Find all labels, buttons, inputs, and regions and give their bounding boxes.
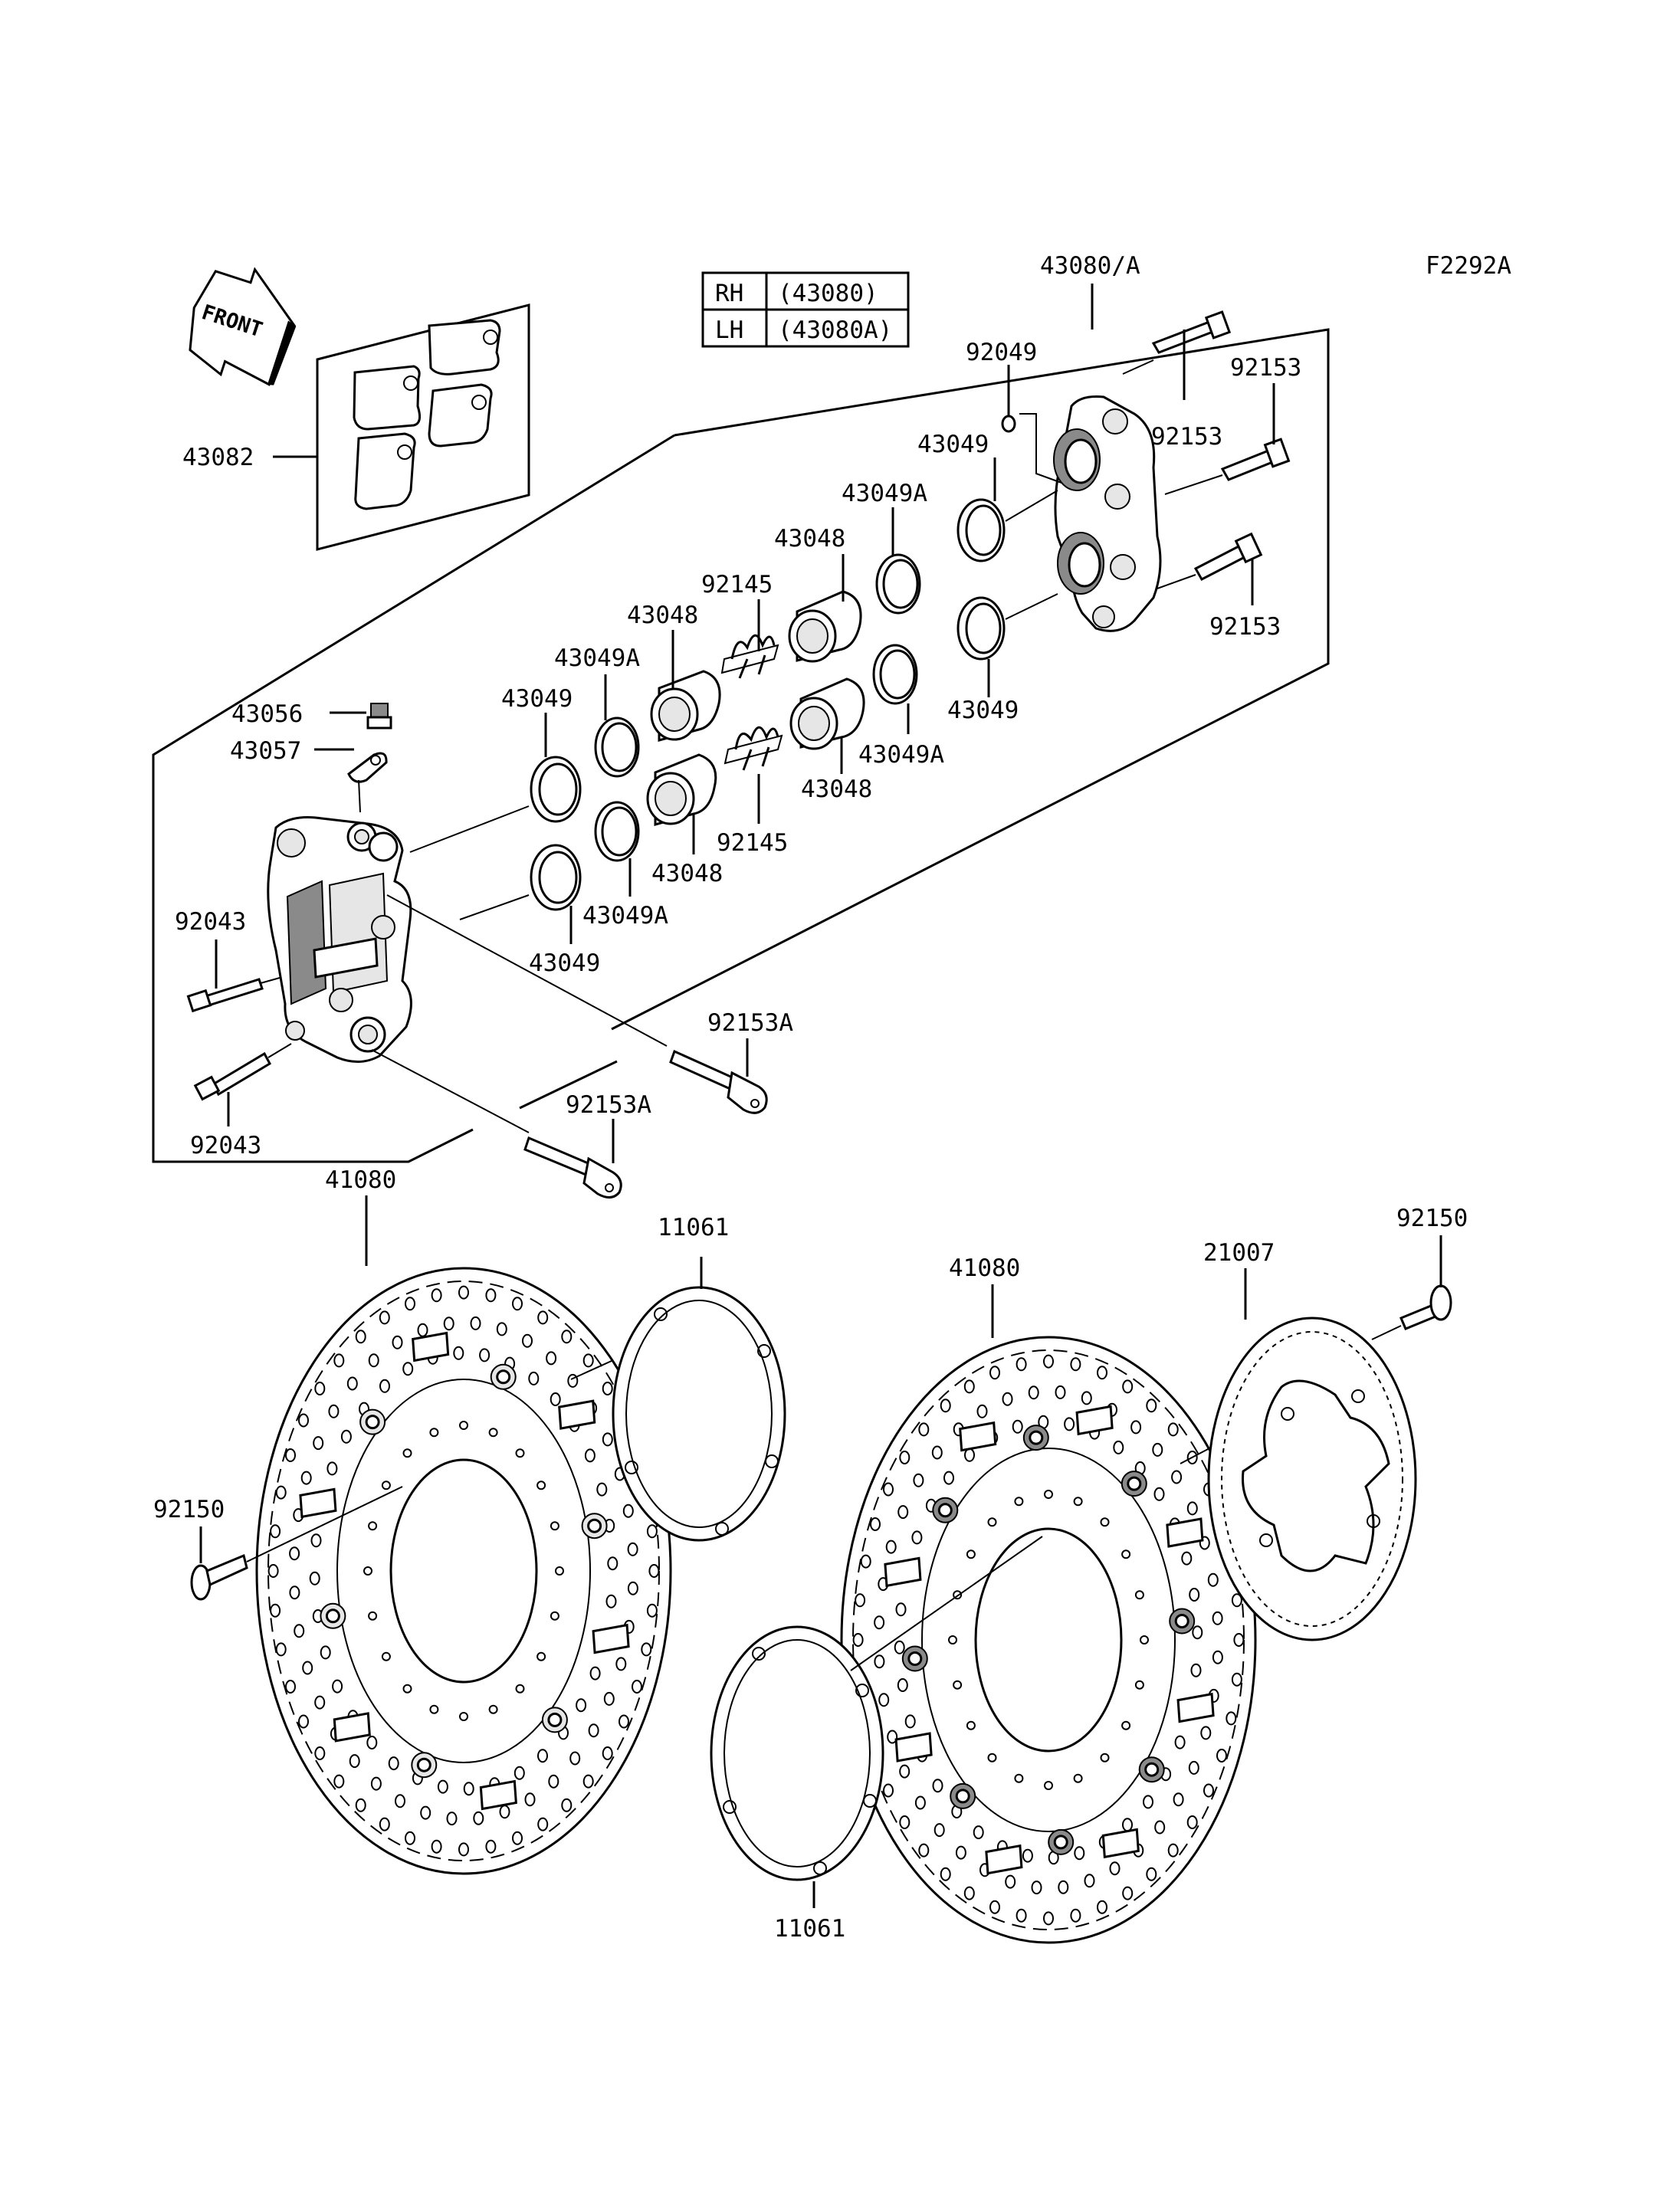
caliper-assembly-frame xyxy=(611,328,1330,1031)
brake-disc-41080-left xyxy=(255,1267,672,1875)
shim-11061-a-label: 11061 xyxy=(658,1214,729,1241)
caliper-body-inner xyxy=(267,816,412,1063)
spring-92145-r2-label: 92145 xyxy=(717,829,788,857)
disc-screw-92150-right xyxy=(1399,1284,1452,1330)
seal-43049-r2-label: 43049 xyxy=(947,697,1019,724)
screw-92150-b-label: 92150 xyxy=(1396,1205,1468,1232)
bolt-92153a-b-label: 92153A xyxy=(566,1091,651,1119)
seal-43049-r2 xyxy=(956,596,1006,661)
caliper-bolt-92153-low xyxy=(1157,532,1263,589)
caliper-bolt-92153-mid xyxy=(1164,438,1291,495)
front-direction-arrow: FRONT xyxy=(189,267,297,386)
seal-43049a-l2 xyxy=(594,801,640,862)
spring-92145-r1-label: 92145 xyxy=(701,571,773,598)
bolt-92153-a-label: 92153 xyxy=(1151,423,1222,451)
caliper-bolt-92153-top xyxy=(1122,310,1232,375)
seal-43049-l2 xyxy=(530,844,582,911)
anti-rattle-spring-92145-upper xyxy=(720,634,779,679)
bolt-92153-c-label: 92153 xyxy=(1209,613,1281,641)
seal-43049a-l1-label: 43049A xyxy=(554,644,640,672)
disc-screw-92150-left xyxy=(190,1553,248,1601)
pin-92043-a-label: 92043 xyxy=(175,908,246,936)
variant-row-lh-side: LH xyxy=(715,316,743,344)
piston-43048-r2 xyxy=(789,677,865,750)
shim-11061-b-label: 11061 xyxy=(774,1915,845,1943)
bleeder-cap-43057 xyxy=(347,752,388,783)
washer-92049-label: 92049 xyxy=(966,339,1037,366)
bolt-92153-b-label: 92153 xyxy=(1230,354,1301,382)
variant-row-rh-side: RH xyxy=(715,280,743,307)
variant-table: RH (43080) LH (43080A) xyxy=(701,271,910,348)
seal-43049-l1-label: 43049 xyxy=(501,685,573,713)
seal-43049-l1 xyxy=(530,756,582,823)
seal-43049a-r2-label: 43049A xyxy=(858,741,944,769)
seal-43049-r1 xyxy=(956,498,1006,562)
mount-bolt-92153a-upper xyxy=(669,1049,768,1114)
disc-shim-11061-lower xyxy=(710,1625,884,1881)
pin-92043-b-label: 92043 xyxy=(190,1132,261,1159)
anti-rattle-spring-92145-lower xyxy=(724,726,783,771)
caliper-assy-label: 43080/A xyxy=(1040,252,1140,280)
brake-disc-41080-right xyxy=(840,1336,1257,1944)
rotor-21007-label: 21007 xyxy=(1203,1239,1275,1267)
pad-set-label: 43082 xyxy=(182,444,254,471)
seal-43049a-l1 xyxy=(594,716,640,778)
disc-41080-b-label: 41080 xyxy=(949,1254,1020,1282)
caliper-pin-92043-lower xyxy=(193,1043,292,1101)
disc-shim-11061-upper xyxy=(612,1286,786,1542)
cap-43057-label: 43057 xyxy=(230,737,301,765)
piston-43048-l2 xyxy=(646,753,717,826)
piston-43048-l1 xyxy=(650,670,721,742)
caliper-pin-92043-upper xyxy=(186,977,281,1013)
piston-43048-r1 xyxy=(788,590,862,663)
screw-92150-a-label: 92150 xyxy=(153,1496,225,1523)
caliper-body-outer xyxy=(1053,395,1162,632)
piston-43048-r1-label: 43048 xyxy=(774,525,845,553)
seal-43049a-l2-label: 43049A xyxy=(582,902,668,930)
seal-43049a-r2 xyxy=(872,644,918,705)
seal-43049a-r1-label: 43049A xyxy=(842,480,927,507)
abs-sensor-rotor-21007 xyxy=(1207,1317,1417,1641)
seal-43049-r1-label: 43049 xyxy=(917,431,989,458)
figure-code: F2292A xyxy=(1426,252,1511,280)
piston-43048-l2-label: 43048 xyxy=(651,860,723,887)
seal-43049a-r1 xyxy=(875,553,921,615)
piston-43048-r2-label: 43048 xyxy=(801,776,872,803)
disc-41080-a-label: 41080 xyxy=(325,1166,396,1194)
washer-92049 xyxy=(1001,415,1016,433)
seal-43049-l2-label: 43049 xyxy=(529,949,600,977)
bolt-92153a-a-label: 92153A xyxy=(707,1009,793,1037)
bleeder-valve-43056 xyxy=(366,703,392,730)
mount-bolt-92153a-lower xyxy=(523,1136,622,1199)
piston-43048-l1-label: 43048 xyxy=(627,602,698,629)
variant-row-lh-part: (43080A) xyxy=(778,316,892,344)
bleeder-43056-label: 43056 xyxy=(231,700,303,728)
variant-row-rh-part: (43080) xyxy=(778,280,878,307)
brake-pad-set xyxy=(353,319,501,510)
